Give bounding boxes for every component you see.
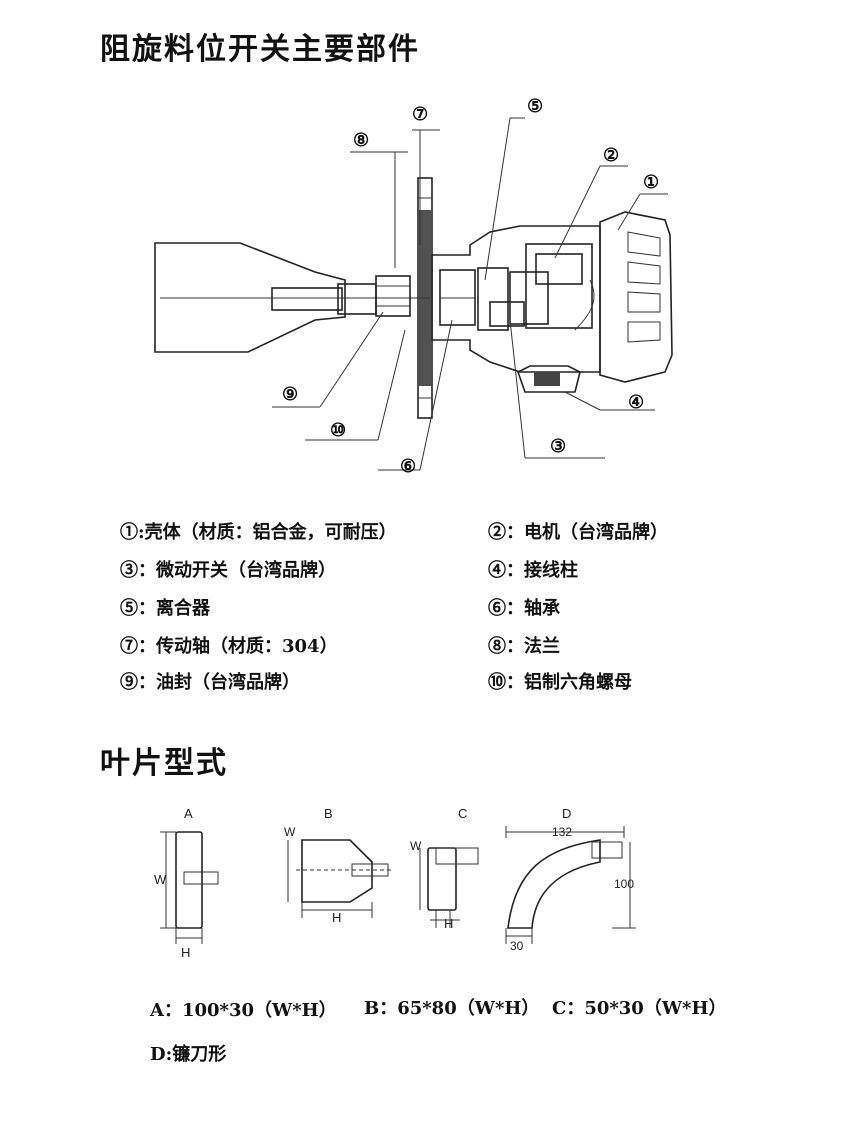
blade-c-h-label: H <box>444 916 453 931</box>
callout-1: ① <box>643 172 660 193</box>
callout-5: ⑤ <box>527 96 544 117</box>
blade-c-drawing: C W H <box>410 806 479 931</box>
section-title-blade-types: 叶片型式 <box>100 746 228 781</box>
blade-a-letter: A <box>184 806 193 821</box>
component-item: ⑧：法兰 <box>488 636 560 657</box>
housing-cover <box>599 211 673 383</box>
blade-d-drawing: D 132 100 30 <box>505 806 636 953</box>
callout-10: ⑩ <box>330 420 347 441</box>
callout-9: ⑨ <box>282 384 299 405</box>
callout-8: ⑧ <box>353 130 370 151</box>
blade-d-dim-30: 30 <box>510 939 524 953</box>
component-item: ⑦：传动轴（材质：304） <box>120 636 338 657</box>
component-item: ⑥：轴承 <box>488 598 560 619</box>
component-item: ③：微动开关（台湾品牌） <box>120 560 336 581</box>
component-item: ⑨：油封（台湾品牌） <box>120 672 300 693</box>
blade-d-dim-100: 100 <box>614 877 634 891</box>
blade-a-h-label: H <box>181 945 190 960</box>
hex-nut <box>375 275 411 317</box>
component-item: ⑩：铝制六角螺母 <box>488 672 632 693</box>
blade-b-h-label: H <box>332 910 341 925</box>
blade-d-desc: D:镰刀形 <box>150 1044 227 1065</box>
blade-b-desc: B：65*80（W*H） <box>364 998 540 1019</box>
blade-b-drawing: B W H <box>284 806 392 925</box>
callout-3: ③ <box>550 436 567 457</box>
component-item: ④：接线柱 <box>488 560 578 581</box>
callout-4: ④ <box>628 392 645 413</box>
blade-c-desc: C：50*30（W*H） <box>552 998 727 1019</box>
component-item: ①:壳体（材质：铝合金，可耐压） <box>120 522 397 543</box>
component-item: ②：电机（台湾品牌） <box>488 522 668 543</box>
shaft-end <box>271 287 343 311</box>
blade-a-drawing: A W H <box>154 806 219 960</box>
blade-b-letter: B <box>324 806 333 821</box>
callout-6: ⑥ <box>400 456 417 477</box>
clutch <box>477 267 509 331</box>
terminal-post <box>517 365 581 393</box>
component-item: ⑤：离合器 <box>120 598 210 619</box>
blade-c-letter: C <box>458 806 467 821</box>
blade-d-letter: D <box>562 806 571 821</box>
blade-a-desc: A：100*30（W*H） <box>150 1000 337 1021</box>
micro-switch <box>489 301 525 327</box>
section-title-main-parts: 阻旋料位开关主要部件 <box>100 32 420 67</box>
blade-a-w-label: W <box>154 872 167 887</box>
blade-d-dim-132: 132 <box>552 825 572 839</box>
callout-7: ⑦ <box>412 104 429 125</box>
blade-c-w-label: W <box>410 839 422 853</box>
paddle-blade <box>154 242 346 353</box>
blade-b-w-label: W <box>284 825 296 839</box>
callout-2: ② <box>603 145 620 166</box>
